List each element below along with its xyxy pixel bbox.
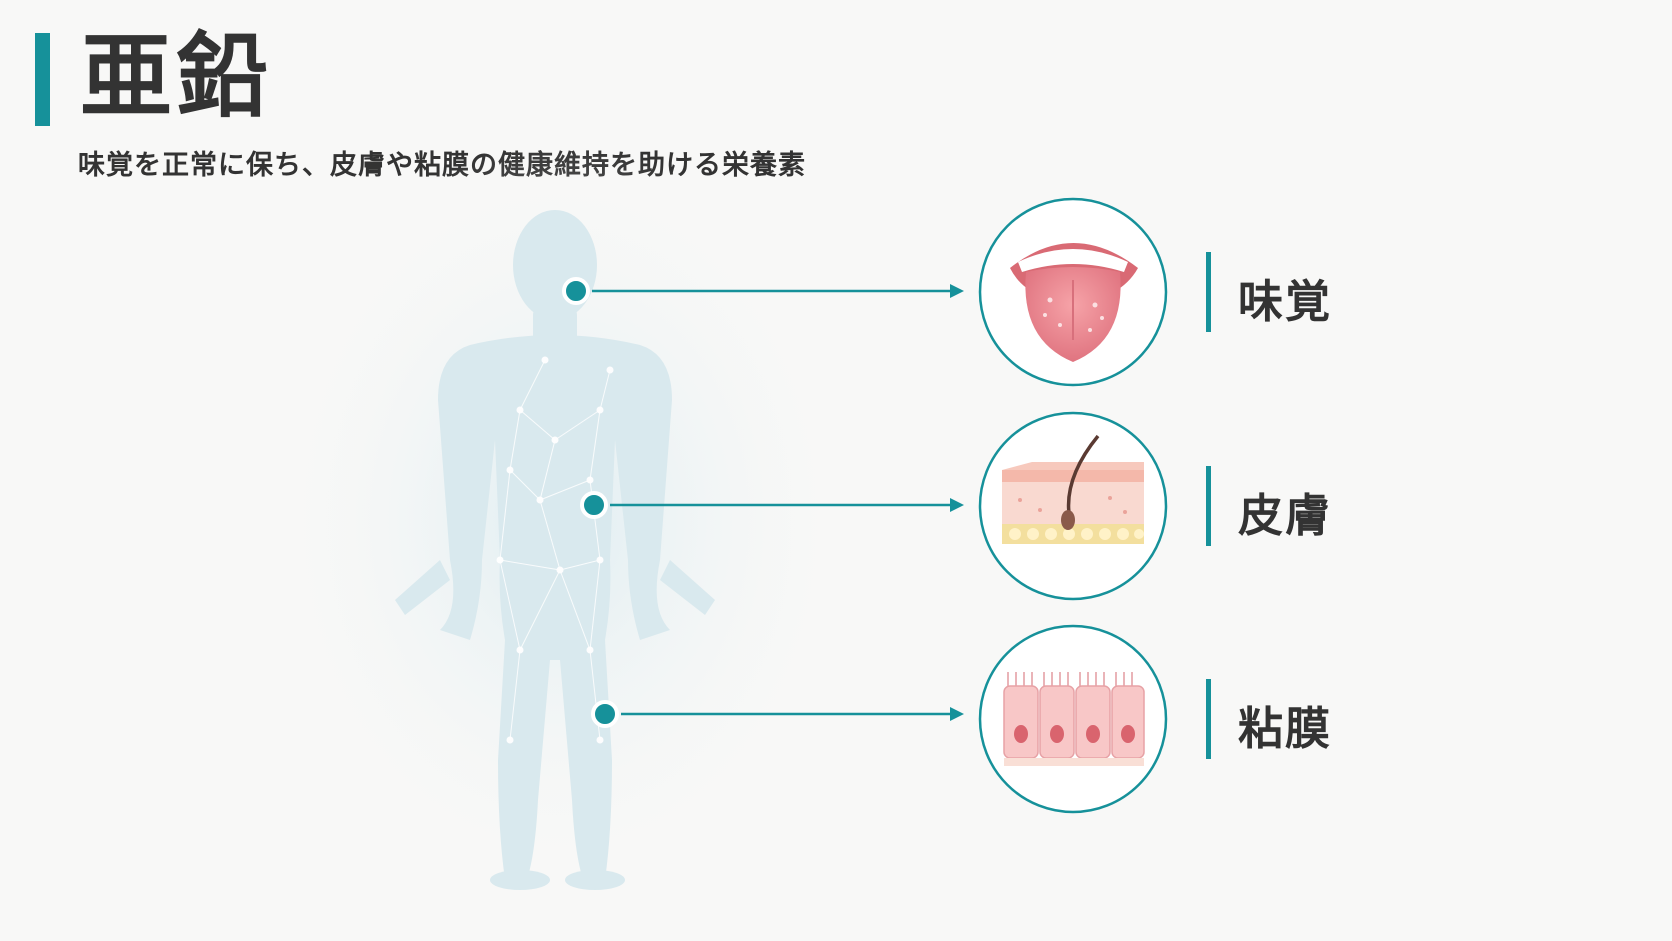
label-mucosa: 粘膜 bbox=[1238, 702, 1333, 755]
mucosa-cells-icon bbox=[978, 624, 1168, 814]
label-accent-bar bbox=[1206, 679, 1211, 759]
label-skin: 皮膚 bbox=[1238, 489, 1333, 542]
connector-mouth bbox=[562, 277, 964, 305]
human-figure-icon bbox=[395, 210, 715, 890]
tongue-icon bbox=[978, 197, 1168, 387]
label-accent-bar bbox=[1206, 252, 1211, 332]
title-accent-bar bbox=[35, 33, 50, 126]
skin-layers-icon bbox=[978, 411, 1168, 601]
label-taste: 味覚 bbox=[1238, 275, 1333, 328]
connector-leg bbox=[591, 700, 964, 728]
page-title: 亜鉛 bbox=[80, 23, 273, 130]
connector-torso bbox=[580, 491, 964, 519]
network-nodes bbox=[496, 356, 614, 744]
label-accent-bar bbox=[1206, 466, 1211, 546]
